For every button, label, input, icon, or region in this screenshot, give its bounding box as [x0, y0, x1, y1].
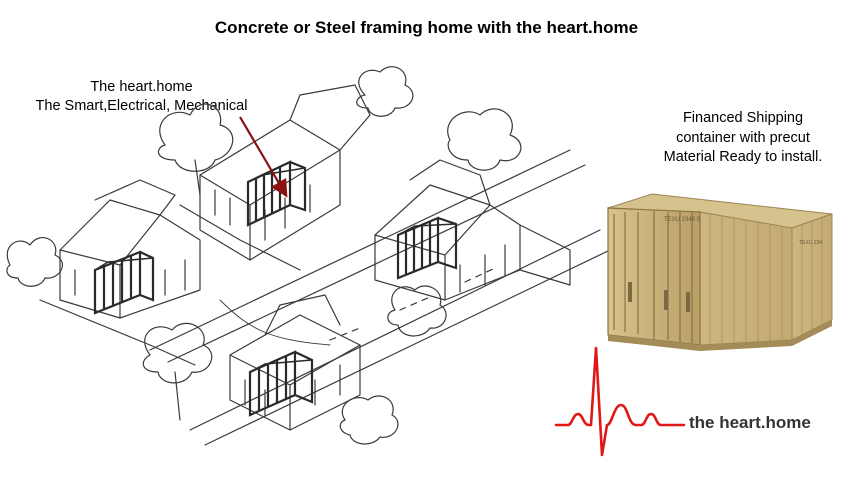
- container-side-code: TEXU 234: [799, 240, 822, 246]
- container-callout-line2: container with precut: [676, 129, 810, 146]
- tree-sketch-top-left: [157, 66, 414, 196]
- neighborhood-sketch: [6, 66, 611, 446]
- heart-home-unit-left: [93, 250, 155, 315]
- shipping-container-image: TEXU 2348 0 TEXU 234: [607, 193, 833, 351]
- container-callout-line1: Financed Shipping: [682, 110, 804, 126]
- house-bottom-sketch: [142, 294, 399, 445]
- container-callout-line3: Material Ready to install.: [663, 149, 823, 165]
- house-top-sketch: [179, 84, 371, 271]
- heartbeat-pulse-icon: [554, 346, 686, 457]
- page-title: Concrete or Steel framing home with the …: [214, 18, 639, 37]
- container-callout: Financed Shipping container with precut …: [618, 109, 853, 168]
- heart-callout-line2: The Smart,Electrical, Mechanical: [35, 98, 248, 114]
- callout-arrow: [239, 116, 288, 198]
- heart-home-unit-bottom: [248, 350, 314, 417]
- heart-callout-line1: The heart.home: [90, 79, 193, 95]
- brand-name: the heart.home: [689, 413, 811, 432]
- house-right-sketch: [374, 108, 571, 337]
- heart-home-unit-right: [396, 216, 458, 280]
- heart-home-callout: The heart.home The Smart,Electrical, Mec…: [0, 78, 283, 116]
- container-door-code: TEXU 2348 0: [664, 217, 701, 223]
- heart-home-unit-top: [246, 160, 307, 227]
- street-sketch: [39, 149, 611, 446]
